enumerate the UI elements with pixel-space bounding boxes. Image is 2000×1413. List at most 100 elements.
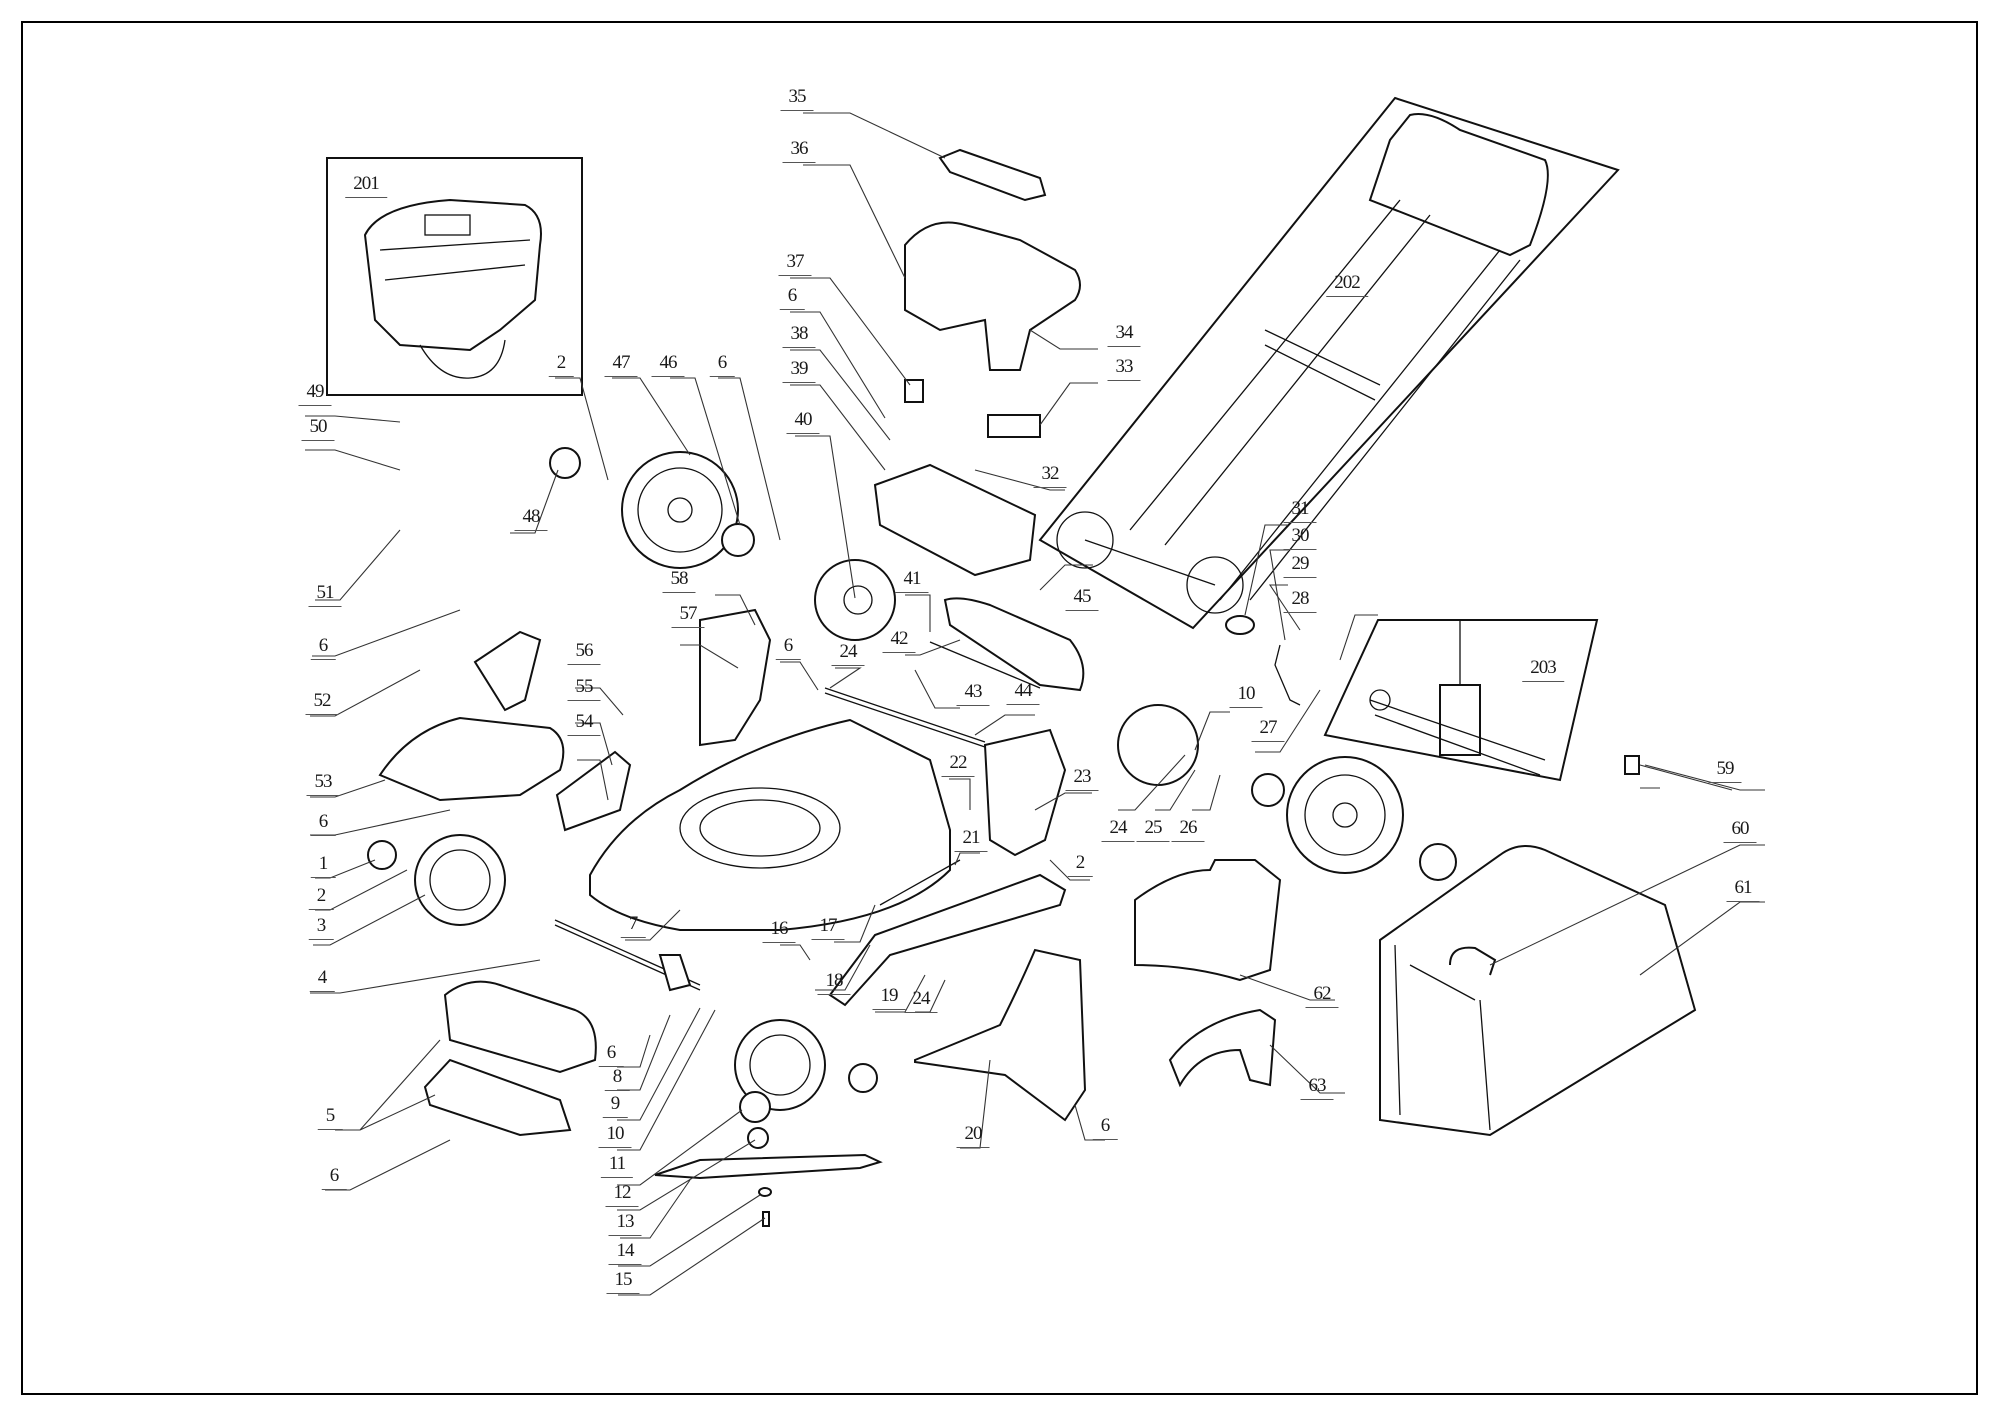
callout-45: 45 bbox=[1065, 587, 1099, 611]
rear-wheel-left-part bbox=[621, 451, 739, 569]
callout-22: 22 bbox=[941, 753, 975, 777]
height-lever-part bbox=[555, 750, 632, 832]
callout-49: 49 bbox=[298, 382, 332, 406]
drawing-frame bbox=[21, 21, 1978, 1395]
rod-part bbox=[824, 687, 986, 748]
callout-2-rear: 2 bbox=[548, 353, 574, 377]
wheel-cover-part bbox=[1117, 704, 1199, 786]
callout-63: 63 bbox=[1300, 1076, 1334, 1100]
rear-wheel-right-part bbox=[1286, 756, 1404, 874]
side-discharge-part bbox=[1134, 859, 1282, 982]
callout-40: 40 bbox=[786, 410, 820, 434]
callout-29: 29 bbox=[1283, 554, 1317, 578]
callout-24-plate: 24 bbox=[831, 642, 865, 666]
callout-201: 201 bbox=[345, 174, 387, 198]
callout-31: 31 bbox=[1283, 499, 1317, 523]
callout-24-wheel: 24 bbox=[1101, 818, 1135, 842]
key-part bbox=[1624, 755, 1640, 775]
subassembly-202-box bbox=[1038, 96, 1620, 630]
callout-8: 8 bbox=[604, 1067, 630, 1091]
callout-51: 51 bbox=[308, 583, 342, 607]
front-bumper-bracket-part bbox=[423, 1058, 572, 1137]
callout-41: 41 bbox=[895, 569, 929, 593]
blade-washer-part bbox=[758, 1187, 772, 1197]
subassembly-201-box bbox=[326, 157, 583, 396]
callout-37: 37 bbox=[778, 252, 812, 276]
front-bumper-part bbox=[443, 980, 597, 1074]
callout-6-rear-gear: 6 bbox=[709, 353, 735, 377]
callout-28: 28 bbox=[1283, 589, 1317, 613]
rear-flap-cover-part bbox=[473, 630, 542, 712]
callout-54: 54 bbox=[567, 712, 601, 736]
axle-bracket-part bbox=[658, 954, 692, 992]
callout-44: 44 bbox=[1006, 681, 1040, 705]
callout-19: 19 bbox=[872, 986, 906, 1010]
callout-34: 34 bbox=[1107, 323, 1141, 347]
gearbox-part bbox=[1369, 620, 1546, 776]
wheel-gear-right-part bbox=[1251, 773, 1285, 807]
battery-cover-part bbox=[378, 716, 565, 802]
callout-18: 18 bbox=[817, 971, 851, 995]
blade-part bbox=[654, 1153, 883, 1180]
motor-cover-part bbox=[904, 221, 1081, 371]
callout-39: 39 bbox=[782, 359, 816, 383]
callout-42: 42 bbox=[882, 629, 916, 653]
fan-plate-part bbox=[814, 559, 896, 641]
callout-1: 1 bbox=[310, 854, 336, 878]
leader-lines bbox=[305, 112, 1765, 1296]
callout-52: 52 bbox=[305, 691, 339, 715]
callout-48: 48 bbox=[514, 507, 548, 531]
callout-47: 47 bbox=[604, 353, 638, 377]
callout-10-axle: 10 bbox=[598, 1124, 632, 1148]
callout-36: 36 bbox=[782, 139, 816, 163]
callout-12: 12 bbox=[605, 1183, 639, 1207]
callout-11: 11 bbox=[600, 1154, 634, 1178]
callout-15: 15 bbox=[606, 1270, 640, 1294]
front-wheel-left-part bbox=[414, 834, 506, 926]
callout-7: 7 bbox=[620, 914, 646, 938]
callout-6-motor-cover: 6 bbox=[779, 286, 805, 310]
control-box-part bbox=[987, 414, 1041, 438]
callout-6-deck: 6 bbox=[310, 812, 336, 836]
switch-part bbox=[904, 379, 924, 403]
callout-6-cover: 6 bbox=[310, 636, 336, 660]
callout-30: 30 bbox=[1283, 526, 1317, 550]
callout-27: 27 bbox=[1251, 718, 1285, 742]
wheel-gear-part bbox=[721, 523, 755, 557]
height-adjust-plate-right-part bbox=[983, 728, 1067, 857]
callout-25: 25 bbox=[1136, 818, 1170, 842]
front-hub-cap-part bbox=[848, 1063, 878, 1093]
callout-50: 50 bbox=[301, 417, 335, 441]
callout-6-bumper: 6 bbox=[321, 1166, 347, 1190]
callout-9: 9 bbox=[602, 1094, 628, 1118]
callout-6-axle: 6 bbox=[598, 1043, 624, 1067]
callout-32: 32 bbox=[1033, 464, 1067, 488]
callout-6-plate: 6 bbox=[775, 636, 801, 660]
callout-46: 46 bbox=[651, 353, 685, 377]
callout-21: 21 bbox=[954, 828, 988, 852]
callout-55: 55 bbox=[567, 677, 601, 701]
spring-part bbox=[879, 859, 961, 906]
cable-lever-part bbox=[1274, 644, 1301, 706]
callout-23: 23 bbox=[1065, 767, 1099, 791]
callout-203: 203 bbox=[1522, 658, 1564, 682]
rear-cover-part bbox=[943, 597, 1085, 692]
callout-60: 60 bbox=[1723, 819, 1757, 843]
callout-6-mulch: 6 bbox=[1092, 1116, 1118, 1140]
callout-10-wheel: 10 bbox=[1229, 684, 1263, 708]
callout-3: 3 bbox=[308, 916, 334, 940]
callout-16: 16 bbox=[762, 919, 796, 943]
callout-20: 20 bbox=[956, 1124, 990, 1148]
subassembly-203-box bbox=[1323, 619, 1599, 782]
callout-2-plate: 2 bbox=[1067, 853, 1093, 877]
callout-62: 62 bbox=[1305, 984, 1339, 1008]
callout-5: 5 bbox=[317, 1106, 343, 1130]
bearing-part bbox=[549, 447, 581, 479]
callout-59: 59 bbox=[1708, 759, 1742, 783]
callout-53: 53 bbox=[306, 772, 340, 796]
callout-56: 56 bbox=[567, 641, 601, 665]
callout-202: 202 bbox=[1326, 273, 1368, 297]
callout-26: 26 bbox=[1171, 818, 1205, 842]
lever-arm-part bbox=[828, 873, 1067, 1007]
